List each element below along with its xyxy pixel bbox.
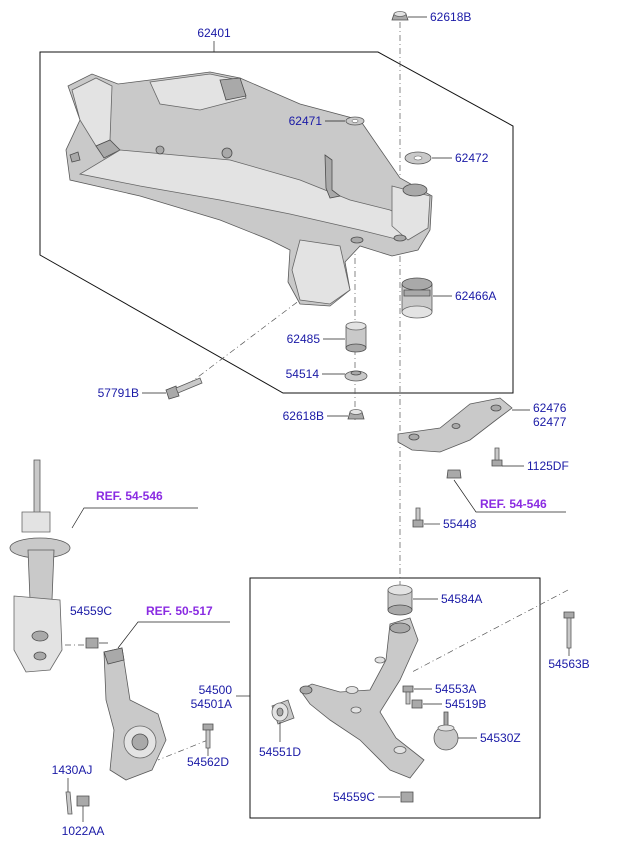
label-54553a: 54553A — [435, 682, 476, 696]
label-62477: 62477 — [533, 415, 567, 429]
label-54514: 54514 — [286, 367, 320, 381]
steering-knuckle — [103, 647, 167, 781]
pin-1430aj — [65, 791, 73, 815]
nut-62618b-top — [391, 11, 409, 21]
label-54500: 54500 — [199, 683, 233, 697]
label-62485: 62485 — [287, 332, 321, 346]
arm-axis-line — [411, 589, 569, 673]
label-62401: 62401 — [197, 26, 231, 40]
bracket-62476 — [397, 397, 513, 453]
strut-assembly — [9, 459, 71, 673]
bushing-62466a — [401, 277, 433, 319]
label-62466a: 62466A — [455, 289, 496, 303]
label-57791b: 57791B — [98, 386, 139, 400]
nut-54559c-top — [85, 637, 99, 649]
bushing-54551d — [271, 699, 295, 725]
leader-ref-54546-left — [71, 507, 198, 529]
label-55448: 55448 — [443, 517, 477, 531]
leader-ref-50517 — [117, 621, 230, 649]
bolt-55448 — [412, 507, 424, 528]
bolt-54562d — [202, 723, 214, 749]
ref-50-517[interactable]: REF. 50-517 — [146, 604, 213, 618]
label-54519b: 54519B — [445, 697, 486, 711]
bolt-1125df — [491, 447, 503, 467]
label-54501a: 54501A — [191, 697, 232, 711]
label-62618b-bottom: 62618B — [283, 409, 324, 423]
washer-62471 — [345, 116, 365, 126]
label-62471: 62471 — [289, 114, 323, 128]
bolt-54553a — [402, 685, 414, 705]
label-54559c-bottom: 54559C — [333, 790, 375, 804]
nut-bracket — [446, 469, 462, 479]
nut-54559c-bottom — [400, 791, 414, 803]
leader-ref-54546-right — [453, 479, 566, 513]
label-62476: 62476 — [533, 401, 567, 415]
label-54562d: 54562D — [187, 755, 229, 769]
bolt-54563b — [563, 611, 575, 649]
label-1022aa: 1022AA — [62, 824, 105, 838]
label-54530z: 54530Z — [480, 731, 521, 745]
ref-54-546-left[interactable]: REF. 54-546 — [96, 489, 163, 503]
front-subframe — [65, 71, 433, 307]
lower-arm-group-frame — [249, 577, 541, 819]
label-62618b-top: 62618B — [430, 10, 471, 24]
label-1125df: 1125DF — [527, 459, 569, 473]
bolt-axis-line — [177, 299, 301, 393]
ref-54-546-right[interactable]: REF. 54-546 — [480, 497, 547, 511]
label-54584a: 54584A — [441, 592, 482, 606]
ball-joint-54530z — [433, 711, 459, 751]
bushing-62485 — [345, 321, 367, 353]
lower-control-arm — [299, 617, 425, 779]
washer-62472 — [404, 151, 432, 165]
nut-54519b — [411, 699, 423, 709]
label-54563b: 54563B — [548, 657, 589, 671]
bushing-54584a — [387, 584, 413, 616]
stopper-54514 — [344, 370, 368, 382]
subframe-group-frame — [39, 51, 514, 394]
label-62472: 62472 — [455, 151, 489, 165]
knuckle-axis-line — [157, 739, 209, 761]
label-54559c-top: 54559C — [70, 604, 112, 618]
nut-62618b-bottom — [347, 409, 365, 420]
label-54551d: 54551D — [259, 745, 301, 759]
label-1430aj: 1430AJ — [52, 763, 93, 777]
nut-1022aa — [76, 795, 90, 807]
bolt-57791b — [165, 377, 203, 400]
